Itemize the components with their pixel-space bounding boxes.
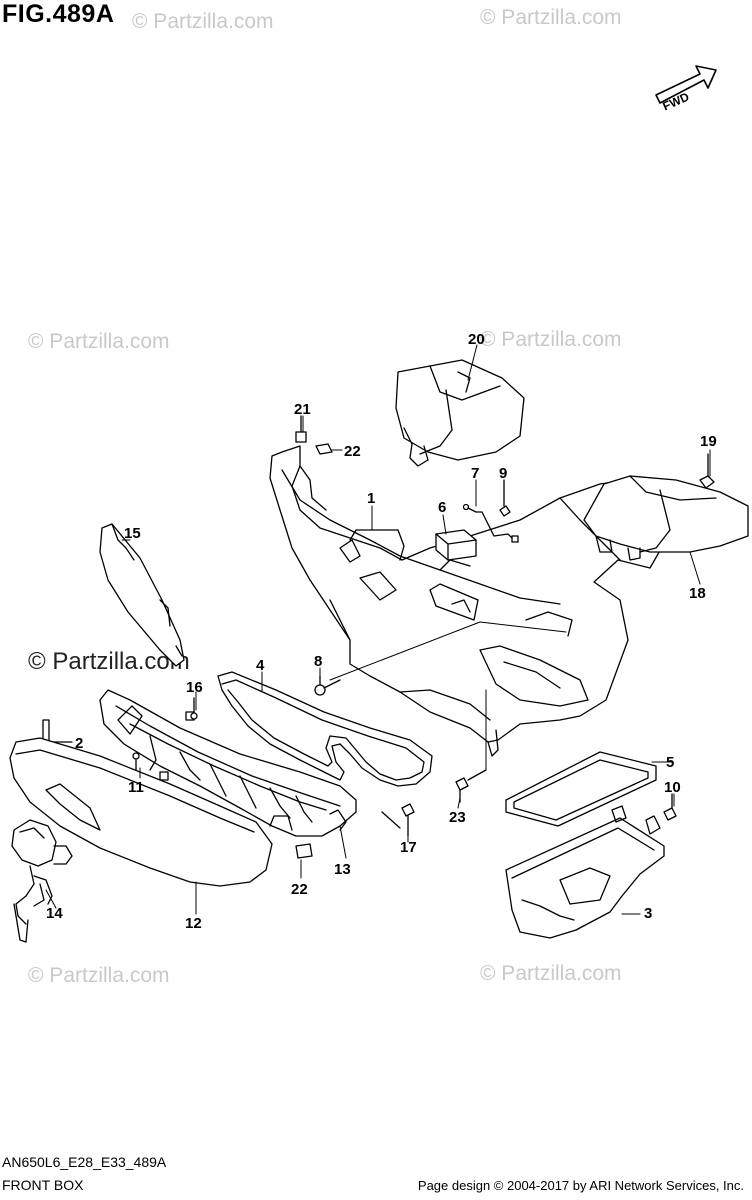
callout-12: 12 — [185, 915, 202, 932]
callout-6: 6 — [438, 499, 446, 516]
callout-9: 9 — [499, 465, 507, 482]
callout-16: 16 — [186, 679, 203, 696]
leader-lines — [45, 344, 711, 915]
part-9-screw — [499, 479, 511, 517]
figure-title: FIG.489A — [2, 0, 115, 28]
part-10-screw — [663, 793, 677, 821]
callout-14: 14 — [46, 905, 63, 922]
watermark: © Partzilla.com — [480, 6, 622, 29]
callout-7: 7 — [471, 465, 479, 482]
callout-5: 5 — [666, 754, 674, 771]
watermark: © Partzilla.com — [480, 962, 622, 985]
copyright-text: Page design © 2004-2017 by ARI Network S… — [417, 1178, 744, 1193]
watermark: © Partzilla.com — [28, 330, 170, 353]
callout-2: 2 — [75, 735, 83, 752]
watermark: © Partzilla.com — [28, 964, 170, 987]
fwd-arrow-icon — [655, 65, 717, 104]
callout-15: 15 — [124, 525, 141, 542]
part-7-cable — [462, 503, 519, 543]
part-16-screw — [190, 697, 198, 720]
callout-1: 1 — [367, 490, 375, 507]
part-22-nut-upper — [315, 443, 333, 455]
callout-4: 4 — [256, 657, 265, 674]
callout-10: 10 — [664, 779, 681, 796]
part-20-cover — [395, 359, 525, 467]
callout-20: 20 — [468, 331, 485, 348]
callout-23: 23 — [449, 809, 466, 826]
callout-17: 17 — [400, 839, 417, 856]
part-8-bolt — [314, 675, 341, 696]
part-23-screw — [455, 769, 487, 803]
watermark: © Partzilla.com — [132, 10, 274, 33]
callout-22: 22 — [344, 443, 361, 460]
part-18-side-cover — [583, 475, 749, 561]
callout-18: 18 — [689, 585, 706, 602]
part-15-side-panel — [99, 523, 185, 667]
part-6-pad — [435, 529, 477, 561]
callout-19: 19 — [700, 433, 717, 450]
watermark: © Partzilla.com — [480, 328, 622, 351]
callout-21: 21 — [294, 401, 311, 418]
callout-13: 13 — [334, 861, 351, 878]
part-5-gasket — [505, 751, 657, 827]
part-1-inner-panel — [269, 445, 667, 757]
part-19-screw — [699, 453, 715, 489]
part-13-lid-frame — [99, 689, 357, 837]
part-4-seal — [217, 671, 433, 787]
part-17-screw — [381, 803, 415, 837]
callout-11: 11 — [128, 779, 144, 796]
callout-8: 8 — [314, 653, 322, 670]
part-22-nut-lower — [295, 843, 313, 859]
callout-3: 3 — [644, 905, 652, 922]
section-name: FRONT BOX — [2, 1177, 84, 1193]
part-14-lock — [11, 819, 73, 943]
part-3-tray — [505, 805, 665, 939]
part-12-front-lid — [9, 737, 273, 887]
callout-22-lower: 22 — [291, 881, 308, 898]
model-code: AN650L6_E28_E33_489A — [2, 1154, 167, 1170]
part-21-clip — [295, 415, 307, 443]
